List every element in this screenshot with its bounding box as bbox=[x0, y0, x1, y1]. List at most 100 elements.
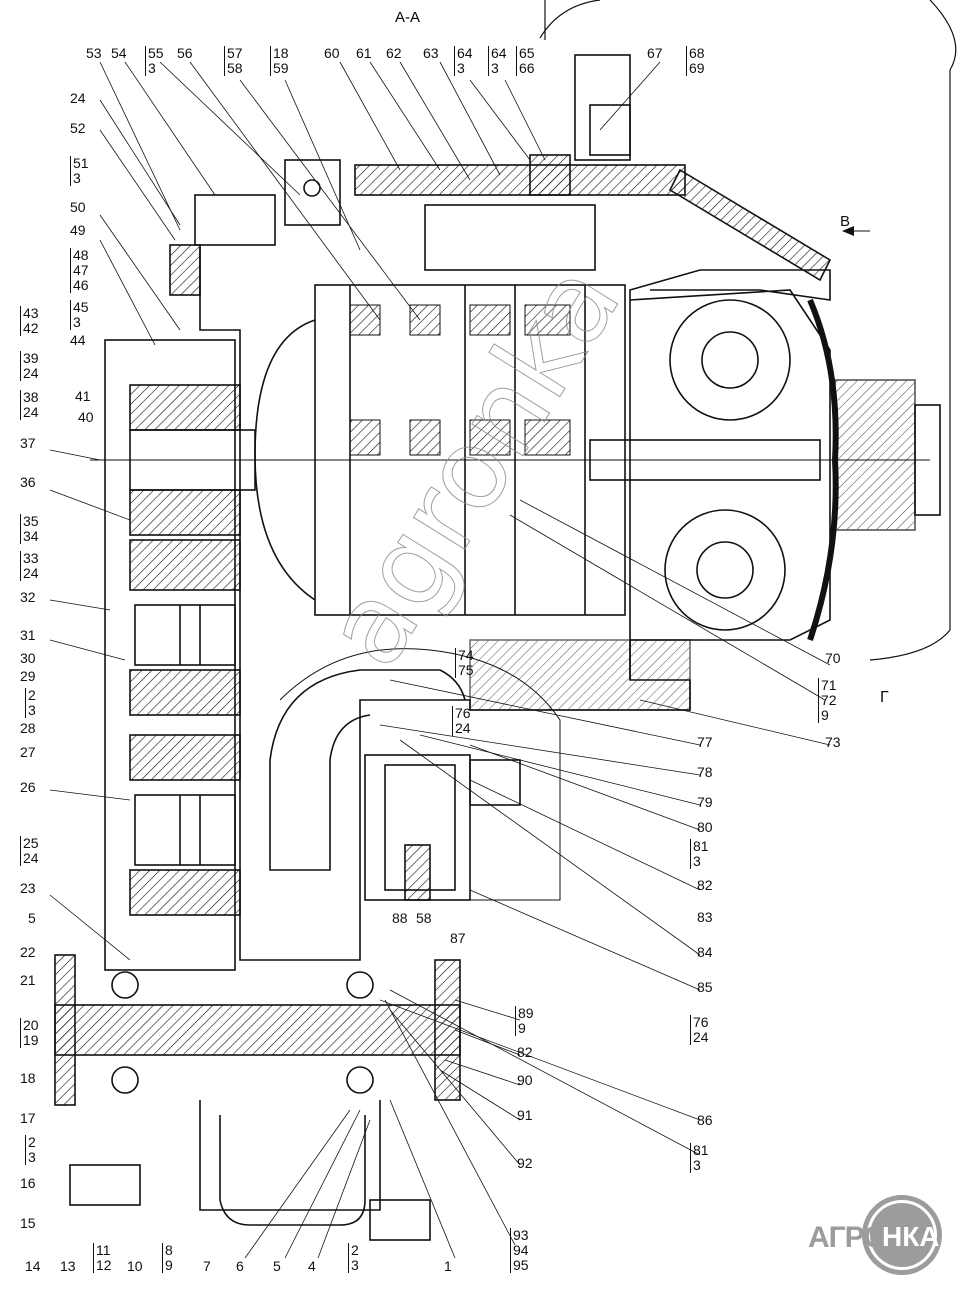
part-number-label: 58 bbox=[416, 910, 432, 926]
part-number-label: 37 bbox=[20, 435, 36, 451]
part-number-label: 70 bbox=[825, 650, 841, 666]
part-number-label: 30 bbox=[20, 650, 36, 666]
part-number-label: 80 bbox=[697, 819, 713, 835]
part-number-label: 26 bbox=[20, 779, 36, 795]
left-gear-train bbox=[104, 339, 241, 971]
part-number-label: 51 3 bbox=[70, 156, 89, 186]
part-number-label: 87 bbox=[450, 930, 466, 946]
part-number-label: 77 bbox=[697, 734, 713, 750]
output-shaft bbox=[54, 1004, 461, 1056]
part-number-label: 8 9 bbox=[162, 1243, 173, 1273]
part-number-label: 55 3 bbox=[145, 46, 164, 76]
part-number-label: 15 bbox=[20, 1215, 36, 1231]
part-number-label: 85 bbox=[697, 979, 713, 995]
part-number-label: 6 bbox=[236, 1258, 244, 1274]
part-number-label: 82 bbox=[697, 877, 713, 893]
part-number-label: 60 bbox=[324, 45, 340, 61]
part-number-label: 91 bbox=[517, 1107, 533, 1123]
part-number-label: 52 bbox=[70, 120, 86, 136]
leader-lines bbox=[49, 61, 831, 1259]
part-number-label: 27 bbox=[20, 744, 36, 760]
torque-converter-lower bbox=[664, 509, 786, 631]
part-number-label: 13 bbox=[60, 1258, 76, 1274]
part-number-label: 48 47 46 bbox=[70, 248, 89, 293]
part-number-label: 82 bbox=[517, 1044, 533, 1060]
part-number-label: 20 19 bbox=[20, 1018, 39, 1048]
logo-ring bbox=[862, 1195, 942, 1275]
part-number-label: 81 3 bbox=[690, 839, 709, 869]
part-number-label: 90 bbox=[517, 1072, 533, 1088]
part-number-label: 73 bbox=[825, 734, 841, 750]
part-number-label: 62 bbox=[386, 45, 402, 61]
part-number-label: 84 bbox=[697, 944, 713, 960]
part-number-label: 16 bbox=[20, 1175, 36, 1191]
part-number-label: 65 66 bbox=[516, 46, 535, 76]
part-number-label: 24 bbox=[70, 90, 86, 106]
part-number-label: 29 bbox=[20, 668, 36, 684]
part-number-label: 68 69 bbox=[686, 46, 705, 76]
part-number-label: 38 24 bbox=[20, 390, 39, 420]
part-number-label: 21 bbox=[20, 972, 36, 988]
part-number-label: 64 3 bbox=[488, 46, 507, 76]
part-number-label: 57 58 bbox=[224, 46, 243, 76]
part-number-label: 1 bbox=[444, 1258, 452, 1274]
part-number-label: 17 bbox=[20, 1110, 36, 1126]
part-number-label: 41 bbox=[75, 388, 91, 404]
part-number-label: 88 bbox=[392, 910, 408, 926]
part-number-label: 25 24 bbox=[20, 836, 39, 866]
part-number-label: 5 bbox=[273, 1258, 281, 1274]
part-number-label: 35 34 bbox=[20, 514, 39, 544]
part-number-label: 89 9 bbox=[515, 1006, 534, 1036]
part-number-label: 71 72 9 bbox=[818, 678, 837, 723]
view-marker-b: В bbox=[840, 213, 851, 230]
top-housing bbox=[354, 164, 686, 196]
part-number-label: 79 bbox=[697, 794, 713, 810]
view-g-boundary bbox=[544, 0, 957, 661]
part-number-label: 23 bbox=[20, 880, 36, 896]
section-title: А-А bbox=[395, 9, 421, 26]
torque-converter-upper bbox=[669, 299, 791, 421]
part-number-label: 36 bbox=[20, 474, 36, 490]
part-number-label: 50 bbox=[70, 199, 86, 215]
part-number-label: 86 bbox=[697, 1112, 713, 1128]
clutch-pack bbox=[314, 284, 626, 616]
part-number-label: 22 bbox=[20, 944, 36, 960]
part-number-label: 40 bbox=[78, 409, 94, 425]
part-number-label: 45 3 bbox=[70, 300, 89, 330]
part-number-label: 56 bbox=[177, 45, 193, 61]
part-number-label: 64 3 bbox=[454, 46, 473, 76]
part-number-label: 53 bbox=[86, 45, 102, 61]
part-number-label: 2 3 bbox=[25, 688, 36, 718]
part-number-label: 28 bbox=[20, 720, 36, 736]
part-number-label: 31 bbox=[20, 627, 36, 643]
part-number-label: 92 bbox=[517, 1155, 533, 1171]
logo-text-left: АГРО bbox=[808, 1221, 887, 1254]
part-number-label: 7 bbox=[203, 1258, 211, 1274]
part-number-label: 14 bbox=[25, 1258, 41, 1274]
part-number-label: 5 bbox=[28, 910, 36, 926]
part-number-label: 49 bbox=[70, 222, 86, 238]
part-number-label: 44 bbox=[70, 332, 86, 348]
part-number-label: 93 94 95 bbox=[510, 1228, 529, 1273]
part-number-label: 61 bbox=[356, 45, 372, 61]
oil-pipe bbox=[269, 669, 466, 761]
agronka-logo: АГРО НКА bbox=[800, 1195, 955, 1275]
part-number-label: 2 3 bbox=[348, 1243, 359, 1273]
part-number-label: 67 bbox=[647, 45, 663, 61]
part-number-label: 43 42 bbox=[20, 306, 39, 336]
logo-text-right: НКА bbox=[882, 1221, 940, 1252]
part-number-label: 39 24 bbox=[20, 351, 39, 381]
part-number-label: 54 bbox=[111, 45, 127, 61]
part-number-label: 76 24 bbox=[452, 706, 471, 736]
view-marker-g: Г bbox=[880, 689, 889, 706]
part-number-label: 32 bbox=[20, 589, 36, 605]
part-number-label: 76 24 bbox=[690, 1015, 709, 1045]
logo-disc bbox=[870, 1203, 934, 1267]
part-number-label: 81 3 bbox=[690, 1143, 709, 1173]
sump bbox=[199, 1100, 381, 1211]
part-number-label: 78 bbox=[697, 764, 713, 780]
part-number-label: 10 bbox=[127, 1258, 143, 1274]
part-number-label: 4 bbox=[308, 1258, 316, 1274]
part-number-label: 33 24 bbox=[20, 551, 39, 581]
